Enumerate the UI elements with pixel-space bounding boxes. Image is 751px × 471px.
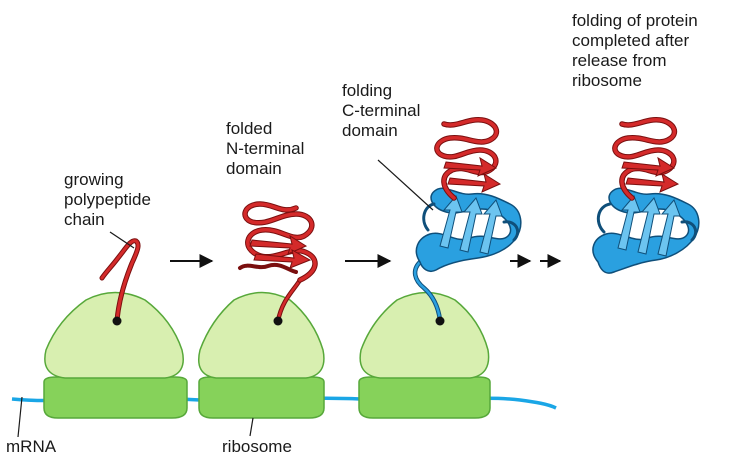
growing-chain bbox=[99, 238, 141, 326]
folding-c-terminal-protein bbox=[412, 117, 522, 326]
exit-tunnel-dot bbox=[435, 316, 445, 326]
leader-ribosome bbox=[249, 417, 254, 437]
ribosome-3 bbox=[358, 291, 491, 419]
label-folded-n-terminal: folded N-terminal domain bbox=[226, 119, 309, 178]
completed-protein bbox=[592, 117, 700, 274]
ribosome-small-subunit bbox=[43, 376, 188, 419]
leader-folding-c-domain bbox=[377, 159, 434, 211]
leader-mrna bbox=[17, 396, 23, 438]
ribosome-1 bbox=[43, 291, 188, 419]
label-mrna: mRNA bbox=[6, 437, 57, 456]
exit-tunnel-dot bbox=[112, 316, 122, 326]
label-completed: folding of protein completed after relea… bbox=[572, 11, 702, 90]
ribosome-small-subunit bbox=[358, 376, 491, 419]
leader-growing-chain bbox=[109, 231, 135, 249]
label-growing-chain: growing polypeptide chain bbox=[64, 170, 156, 229]
ribosome-large-subunit bbox=[44, 291, 184, 379]
label-folding-c-terminal: folding C-terminal domain bbox=[342, 81, 425, 140]
ribosome-large-subunit bbox=[198, 291, 325, 379]
ribosome-2 bbox=[198, 291, 325, 419]
exit-tunnel-dot bbox=[273, 316, 283, 326]
label-ribosome: ribosome bbox=[222, 437, 292, 456]
ribosome-small-subunit bbox=[198, 376, 325, 419]
ribosome-large-subunit bbox=[359, 291, 490, 379]
folded-n-terminal-domain bbox=[238, 201, 318, 326]
